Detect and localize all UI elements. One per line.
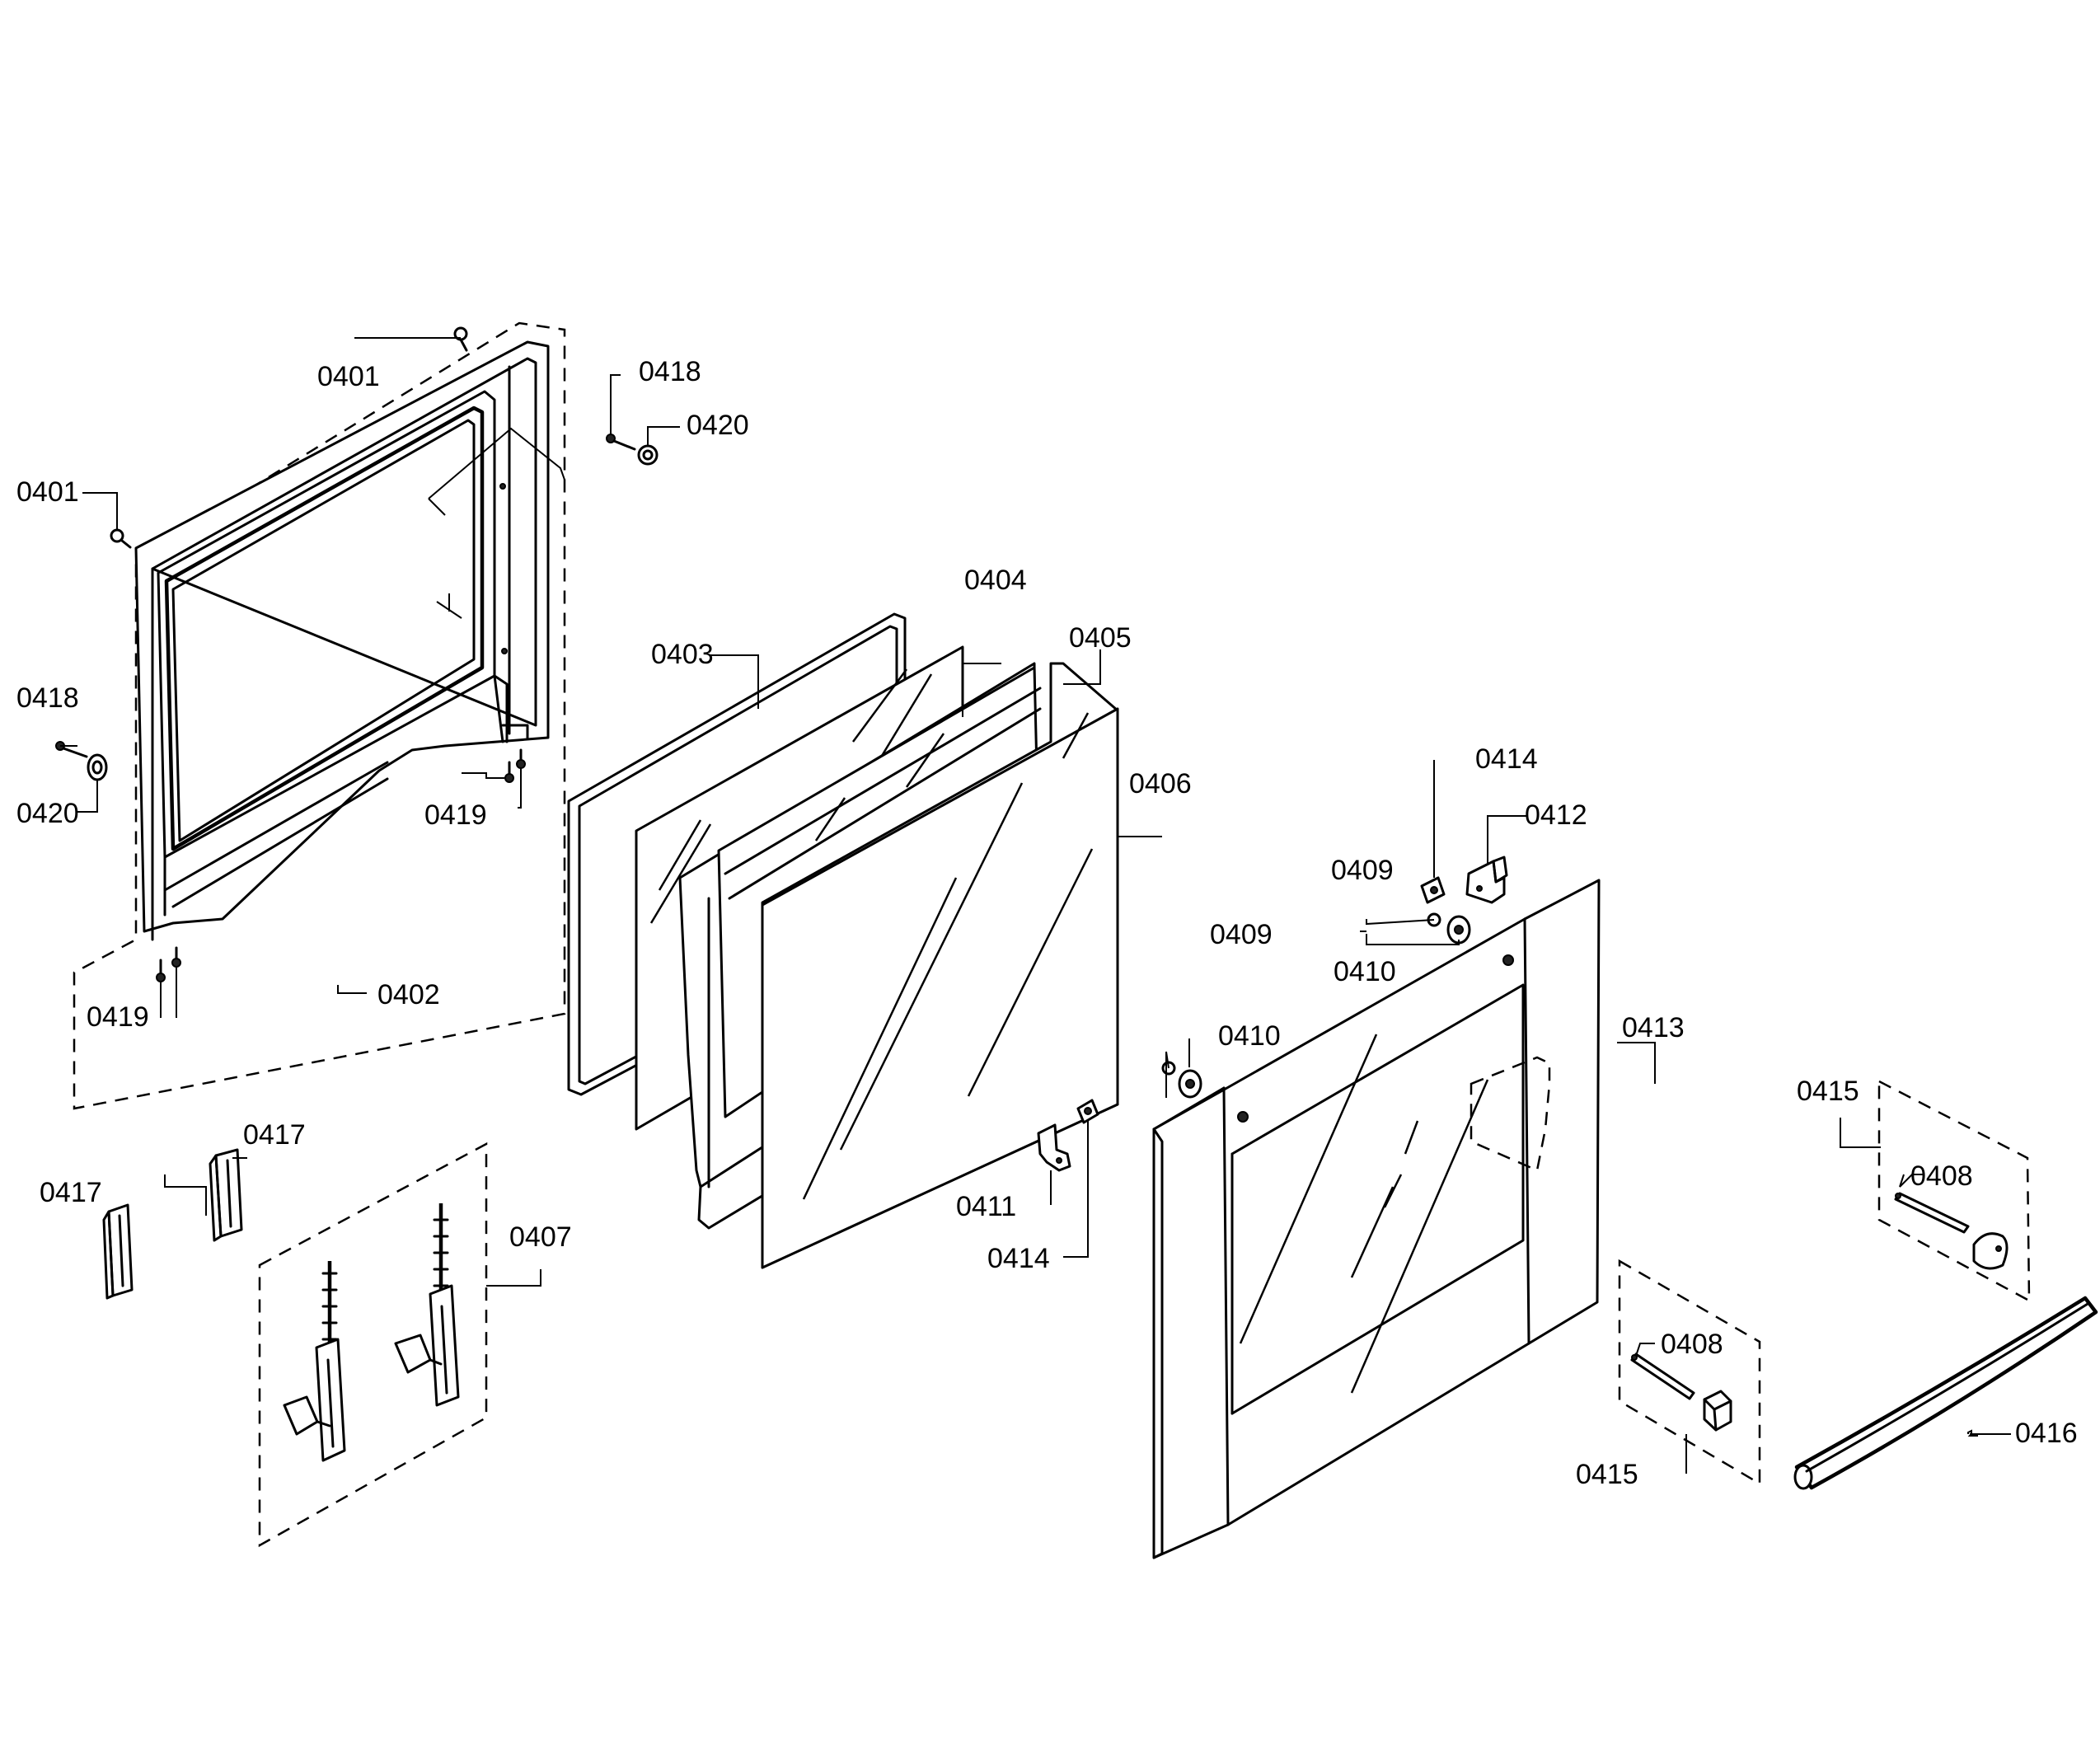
part-0417-slider-right (209, 1148, 243, 1242)
label-0405: 0405 (1069, 622, 1132, 654)
label-0409-left: 0409 (1210, 919, 1273, 950)
label-0410-right: 0410 (1334, 956, 1396, 987)
part-0415-handle-mount-upper (1470, 1056, 2031, 1303)
label-0410-left: 0410 (1218, 1020, 1281, 1052)
part-0408-handle-rod-upper (1894, 1192, 1970, 1234)
part-0401-screw-left (110, 528, 132, 549)
label-0419-right: 0419 (424, 799, 487, 831)
part-0401-screw-top (453, 326, 468, 352)
label-0408-upper: 0408 (1910, 1160, 1973, 1192)
label-0420-left: 0420 (16, 798, 79, 829)
part-0416-handle-bar (1793, 1296, 2098, 1490)
hinge-right (394, 1203, 460, 1407)
leader-lines (60, 337, 2011, 1474)
label-0416: 0416 (2015, 1418, 2078, 1449)
label-0412: 0412 (1525, 799, 1587, 831)
label-0408-lower: 0408 (1661, 1329, 1723, 1360)
part-0414-clip-top (1420, 876, 1446, 904)
label-0403: 0403 (651, 639, 714, 670)
part-0406-outer-glass (761, 662, 1119, 1269)
part-0410-bushing-right (1446, 915, 1471, 945)
part-0407-hinge-assembly (258, 1142, 488, 1548)
part-0412-bracket (1465, 856, 1508, 904)
label-0413: 0413 (1622, 1012, 1685, 1043)
label-0409-right: 0409 (1331, 855, 1394, 886)
label-0411: 0411 (956, 1191, 1016, 1222)
part-0415-end-cap-lower (1703, 1390, 1732, 1432)
part-0408-handle-rod-lower (1630, 1352, 1695, 1400)
label-0415-upper: 0415 (1797, 1076, 1859, 1107)
label-0414-top: 0414 (1475, 743, 1538, 775)
part-0420-washer-right (637, 444, 659, 466)
part-labels: 0401 0401 0418 0420 0418 0420 0419 0419 … (16, 356, 2078, 1490)
hinge-left (283, 1261, 346, 1462)
part-0413-outer-door (1152, 879, 1601, 1559)
label-0419-left: 0419 (87, 1001, 149, 1033)
part-0418-screw-right (606, 434, 636, 451)
label-0418-right: 0418 (639, 356, 701, 387)
label-0414-lower: 0414 (987, 1243, 1050, 1274)
label-0401-left: 0401 (16, 476, 79, 508)
part-0420-washer-left (87, 753, 108, 781)
part-0419-screws-right (504, 748, 526, 783)
label-0404: 0404 (964, 565, 1027, 596)
part-0417-slider-left (102, 1203, 134, 1300)
part-0418-screw-left (55, 741, 88, 758)
part-0414-clip-lower (1076, 1099, 1099, 1124)
label-0415-lower: 0415 (1576, 1459, 1638, 1490)
part-0415-end-cap-upper (1972, 1232, 2009, 1270)
part-0410-bushing-left (1178, 1069, 1202, 1099)
label-0417-left: 0417 (40, 1177, 102, 1208)
part-0415-handle-mount-lower (1618, 1259, 1761, 1486)
label-0417-right: 0417 (243, 1119, 306, 1151)
label-0420-right: 0420 (687, 410, 749, 441)
part-0411-bracket-lower (1037, 1123, 1071, 1172)
label-0418-left: 0418 (16, 682, 79, 714)
label-0407: 0407 (509, 1221, 572, 1253)
part-0402-inner-door-frame (73, 321, 566, 1110)
label-0401-top: 0401 (317, 361, 380, 392)
label-0406: 0406 (1129, 768, 1192, 799)
label-0402: 0402 (377, 979, 440, 1010)
